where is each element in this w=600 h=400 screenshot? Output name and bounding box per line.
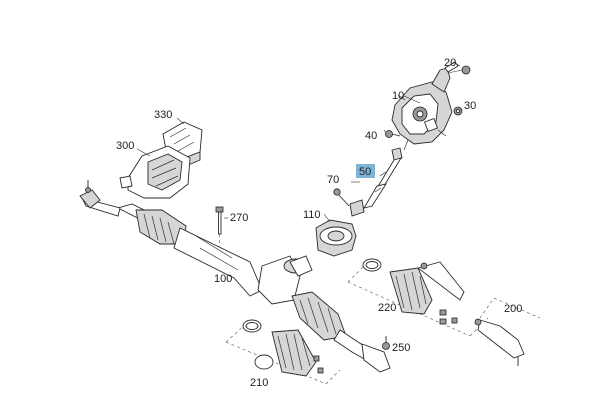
bolt-40-part xyxy=(385,130,401,138)
callout-30: 30 xyxy=(464,100,476,112)
callout-70: 70 xyxy=(327,174,339,186)
callout-10: 10 xyxy=(392,90,404,102)
callout-50: 50 xyxy=(359,166,371,178)
callout-300: 300 xyxy=(116,140,134,152)
mount-110-part xyxy=(315,219,357,257)
bolt-70-part xyxy=(333,188,350,207)
callout-100: 100 xyxy=(214,273,232,285)
bolt-20-part xyxy=(447,65,471,75)
tie-rod-end-200-part xyxy=(474,297,541,366)
heat-shield-300-part xyxy=(119,145,191,199)
callout-220: 220 xyxy=(378,302,396,314)
steering-column-part xyxy=(391,61,459,151)
callout-330: 330 xyxy=(154,109,172,121)
nut-30-part xyxy=(453,106,463,116)
tie-rod-end-250-part xyxy=(361,336,391,373)
callout-50-highlight xyxy=(356,164,375,178)
callout-210: 210 xyxy=(250,377,268,389)
steering-rack-part xyxy=(79,180,373,361)
callout-270: 270 xyxy=(230,212,248,224)
callout-20: 20 xyxy=(444,57,456,69)
bolt-270-part xyxy=(215,206,224,248)
callout-40: 40 xyxy=(365,130,377,142)
boot-kit-220-part xyxy=(347,258,489,337)
callout-110: 110 xyxy=(303,209,321,221)
intermediate-shaft-part xyxy=(349,147,403,217)
callout-250: 250 xyxy=(392,342,410,354)
callout-200: 200 xyxy=(504,303,522,315)
boot-kit-210-part xyxy=(225,319,341,385)
